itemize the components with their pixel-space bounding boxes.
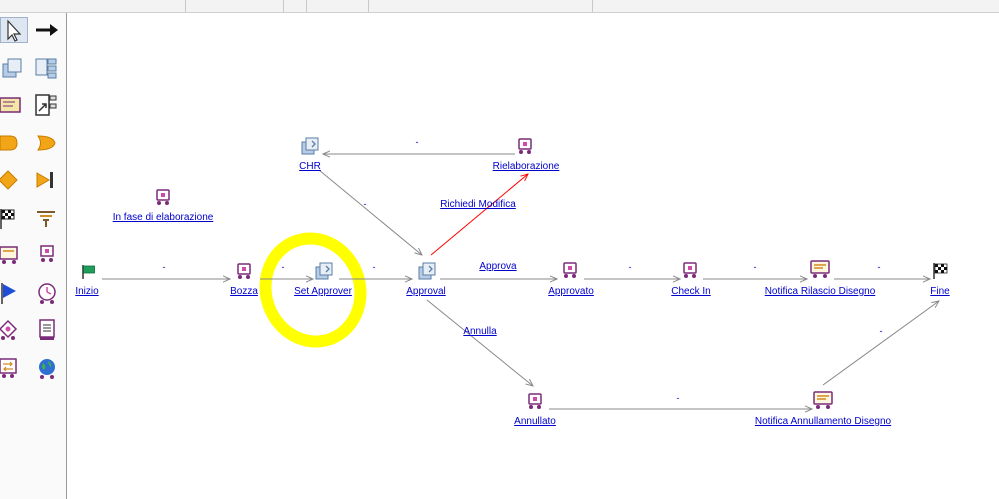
- edge-approval-rielaborazione[interactable]: [430, 174, 528, 256]
- edge-label: -: [372, 262, 376, 272]
- notifica-rilascio-notification-icon[interactable]: [809, 259, 831, 279]
- start-flag-icon[interactable]: [80, 264, 96, 280]
- notification-node-icon[interactable]: [0, 242, 28, 268]
- in-fase-robot-icon[interactable]: [154, 188, 172, 206]
- and-gate-icon[interactable]: [33, 130, 61, 156]
- edge-label: -: [363, 199, 367, 209]
- edge-approval-annullato[interactable]: [426, 299, 533, 386]
- edge-label: -: [415, 137, 419, 147]
- sync-node-icon[interactable]: [0, 355, 28, 381]
- diamond-node-icon[interactable]: [0, 317, 28, 343]
- web-service-globe-icon[interactable]: [33, 355, 61, 381]
- chr-activity-icon[interactable]: [300, 136, 320, 156]
- check-in-robot-icon[interactable]: [681, 261, 699, 279]
- edge-label: -: [676, 393, 680, 403]
- subprocess-node-icon[interactable]: [33, 55, 61, 81]
- start-flag-icon[interactable]: [0, 280, 28, 306]
- fine-checkered-flag-icon[interactable]: [931, 262, 949, 280]
- transition-arrow-icon[interactable]: [33, 17, 61, 43]
- edge-label: -: [162, 262, 166, 272]
- edge-label: -: [753, 262, 757, 272]
- toolbar-separator: [306, 0, 307, 12]
- edge-label: -: [877, 262, 881, 272]
- node-label-fine[interactable]: Fine: [930, 286, 950, 297]
- node-label-notifica-rilascio[interactable]: Notifica Rilascio Disegno: [764, 286, 876, 297]
- node-label-rielaborazione[interactable]: Rielaborazione: [492, 161, 560, 172]
- robot-node-icon[interactable]: [33, 242, 61, 268]
- edge-notifica-annullamento-fine[interactable]: [822, 301, 939, 386]
- toolbar-separator: [592, 0, 593, 12]
- node-label-notifica-annullamento[interactable]: Notifica Annullamento Disegno: [754, 416, 892, 427]
- node-label-annullato[interactable]: Annullato: [514, 416, 556, 427]
- edge-label: -: [879, 326, 883, 336]
- edge-label-annulla[interactable]: Annulla: [463, 326, 497, 337]
- filter-funnel-icon[interactable]: [33, 205, 61, 231]
- top-toolbar: [0, 0, 999, 13]
- workflow-edges: [102, 13, 999, 499]
- select-pointer-icon[interactable]: [0, 17, 28, 43]
- export-node-icon[interactable]: [33, 92, 61, 118]
- node-palette: [0, 13, 67, 499]
- or-gate-diamond-icon[interactable]: [0, 167, 28, 193]
- document-node-icon[interactable]: [33, 317, 61, 343]
- node-label-check-in[interactable]: Check In: [671, 286, 711, 297]
- edge-label: -: [281, 262, 285, 272]
- edge-label-approva[interactable]: Approva: [479, 261, 517, 272]
- activity-node-icon[interactable]: [0, 55, 28, 81]
- checkered-flag-icon[interactable]: [0, 205, 28, 231]
- set-approver-activity-icon[interactable]: [314, 261, 334, 281]
- annullato-robot-icon[interactable]: [526, 392, 544, 410]
- edge-chr-approval[interactable]: [318, 169, 422, 255]
- edge-label-richiedi-modifica[interactable]: Richiedi Modifica: [440, 199, 516, 210]
- node-label-set-approver[interactable]: Set Approver: [294, 286, 352, 297]
- node-label-inizio[interactable]: Inizio: [75, 286, 99, 297]
- approvato-robot-icon[interactable]: [561, 261, 579, 279]
- toolbar-separator: [283, 0, 284, 12]
- delay-node-icon[interactable]: [0, 130, 28, 156]
- form-node-icon[interactable]: [0, 92, 28, 118]
- node-label-bozza[interactable]: Bozza: [230, 286, 258, 297]
- node-label-approval[interactable]: Approval: [406, 286, 446, 297]
- notifica-annullamento-notification-icon[interactable]: [812, 390, 834, 410]
- node-label-in-fase[interactable]: In fase di elaborazione: [112, 212, 214, 223]
- workflow-canvas[interactable]: - - - Approva - - - - - Richiedi Modific…: [67, 13, 999, 499]
- bozza-robot-icon[interactable]: [235, 262, 253, 280]
- timer-node-icon[interactable]: [33, 280, 61, 306]
- toolbar-separator: [185, 0, 186, 12]
- rielaborazione-robot-icon[interactable]: [516, 137, 534, 155]
- node-label-approvato[interactable]: Approvato: [548, 286, 594, 297]
- approval-activity-icon[interactable]: [417, 261, 437, 281]
- highlight-circle: [259, 232, 367, 348]
- edge-label: -: [628, 262, 632, 272]
- end-branch-icon[interactable]: [33, 167, 61, 193]
- node-label-chr[interactable]: CHR: [299, 161, 321, 172]
- toolbar-separator: [368, 0, 369, 12]
